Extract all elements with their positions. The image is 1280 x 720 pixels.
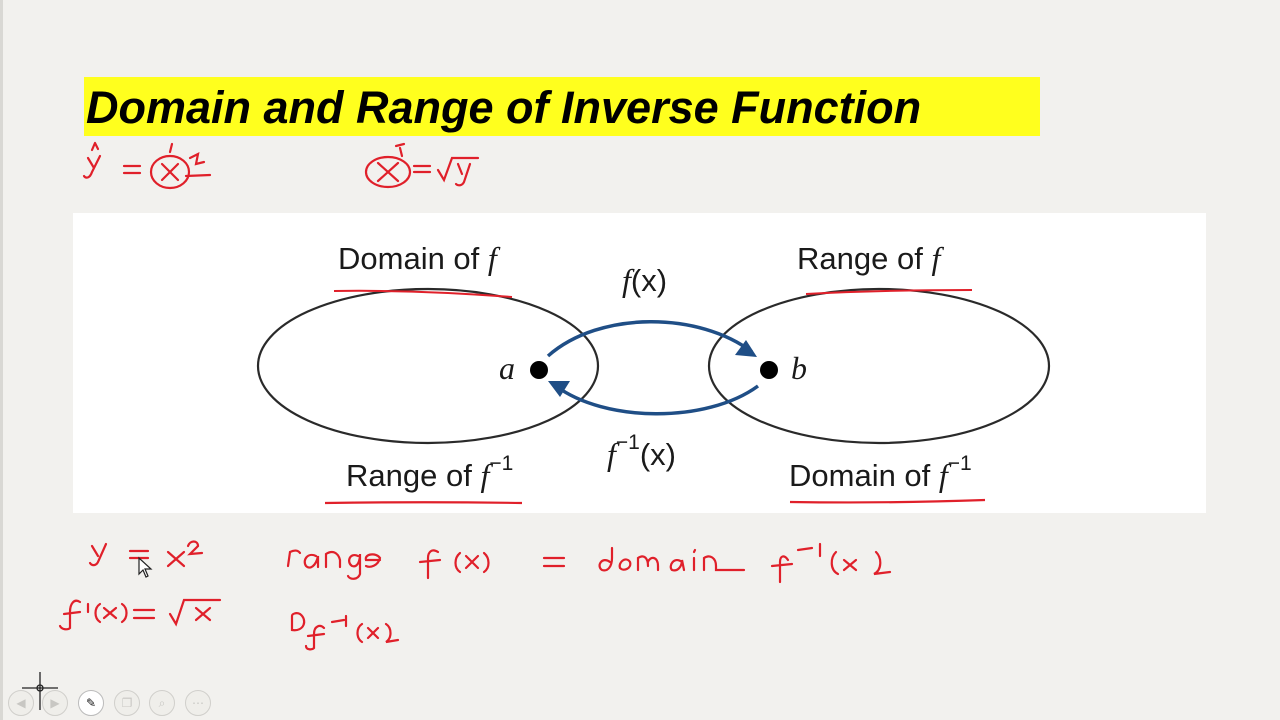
ink-underline-range-finv xyxy=(324,501,523,505)
ink-underline-domain-finv xyxy=(789,498,986,504)
ink-top-mid-equation xyxy=(364,142,480,189)
ink-dfinv xyxy=(290,612,400,651)
arrow-f-head xyxy=(735,340,757,357)
diagram-panel xyxy=(73,213,1206,513)
label-domain-of-finv: Domain of f−1 xyxy=(789,452,972,493)
title-highlight xyxy=(84,77,1040,136)
arrow-finv-head xyxy=(548,381,570,397)
ink-underline-domain-f xyxy=(333,289,513,298)
slide-title: Domain and Range of Inverse Function xyxy=(86,82,922,133)
label-range-of-f: Range of f xyxy=(797,240,941,276)
label-point-b: b xyxy=(791,350,807,386)
ink-top-left-equation xyxy=(82,141,212,190)
ink-underline-range-f xyxy=(805,289,973,295)
range-ellipse xyxy=(707,287,1051,445)
crosshair-icon xyxy=(22,672,58,710)
ink-finv-sqrt xyxy=(58,598,222,631)
more-icon[interactable]: ⋯ xyxy=(185,690,211,716)
label-domain-of-f: Domain of f xyxy=(338,240,497,276)
slide-edge xyxy=(0,0,3,720)
ink-range-domain-statement xyxy=(286,542,892,584)
copy-icon[interactable]: ❐ xyxy=(114,690,140,716)
presentation-toolbar: ◀ ▶ ✎ ❐ ⌕ ⋯ xyxy=(0,684,220,720)
label-point-a: a xyxy=(499,350,515,386)
zoom-icon[interactable]: ⌕ xyxy=(149,690,175,716)
arrow-finv xyxy=(554,384,760,416)
pen-icon[interactable]: ✎ xyxy=(78,690,104,716)
point-b-dot xyxy=(760,361,778,379)
forward-icon[interactable]: ▶ xyxy=(42,690,68,716)
ink-bottom-y-eq xyxy=(88,540,204,568)
domain-ellipse xyxy=(256,287,600,445)
arrow-f xyxy=(546,320,754,358)
label-fx: f(x) xyxy=(622,262,668,298)
back-icon[interactable]: ◀ xyxy=(8,690,34,716)
label-finv-x: f−1(x) xyxy=(607,431,676,472)
cursor-icon xyxy=(138,556,153,578)
label-range-of-finv: Range of f−1 xyxy=(346,452,514,493)
point-a-dot xyxy=(530,361,548,379)
